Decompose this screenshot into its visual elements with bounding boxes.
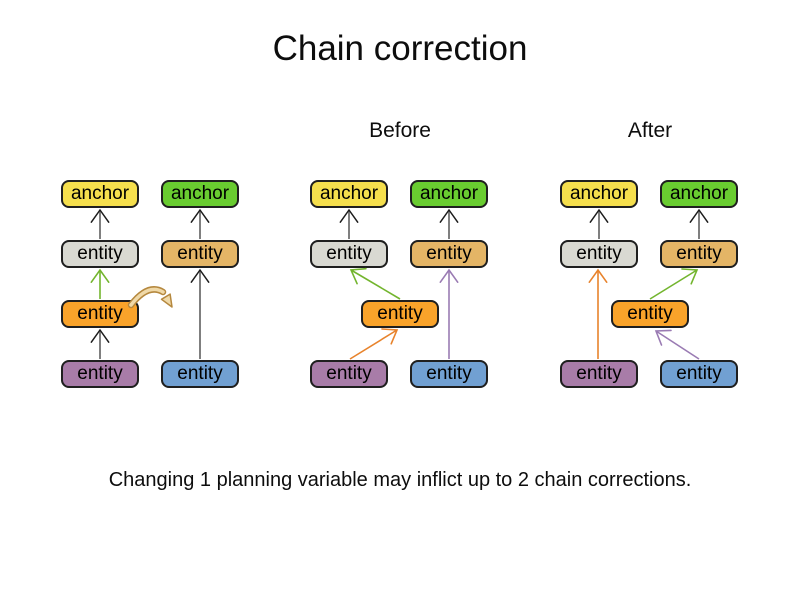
panel-label-before: Before <box>369 119 431 142</box>
node-after-b-anchor: anchor <box>660 180 738 208</box>
node-after-moved-entity: entity <box>611 300 689 328</box>
edge-after-tan-to-anchor <box>689 208 709 239</box>
node-after-a-anchor: anchor <box>560 180 638 208</box>
edge-after-moved-to-tan <box>649 268 699 300</box>
edge-before-blue-to-tan <box>439 268 459 359</box>
node-after-b-entity1: entity <box>660 240 738 268</box>
node-before-b-entity1: entity <box>410 240 488 268</box>
node-before-moved-entity: entity <box>361 300 439 328</box>
edge-before-moved-to-gray <box>349 267 401 300</box>
edge-after-purple-to-gray <box>588 268 608 359</box>
node-before-a-entity3: entity <box>310 360 388 388</box>
node-after-b-entity2: entity <box>660 360 738 388</box>
node-before-b-anchor: anchor <box>410 180 488 208</box>
diagram-title: Chain correction <box>272 29 528 68</box>
edge-initial-tan-to-anchor <box>190 208 210 239</box>
panel-label-after: After <box>627 119 673 142</box>
node-after-a-entity3: entity <box>560 360 638 388</box>
node-after-a-entity1: entity <box>560 240 638 268</box>
edge-after-gray-to-anchor <box>589 208 609 239</box>
node-initial-b-entity2: entity <box>161 360 239 388</box>
edge-initial-gray-to-anchor <box>90 208 110 239</box>
edge-initial-orange-to-gray <box>90 268 110 299</box>
edge-before-gray-to-anchor <box>339 208 359 239</box>
edge-initial-blue-to-tan <box>190 268 210 359</box>
diagram-caption: Changing 1 planning variable may inflict… <box>108 469 692 491</box>
node-initial-a-entity2: entity <box>61 300 139 328</box>
node-initial-b-entity1: entity <box>161 240 239 268</box>
node-initial-a-entity1: entity <box>61 240 139 268</box>
edge-after-blue-to-moved <box>654 329 700 360</box>
node-initial-a-anchor: anchor <box>61 180 139 208</box>
edge-initial-purple-to-orange <box>90 328 110 359</box>
node-before-a-anchor: anchor <box>310 180 388 208</box>
node-before-a-entity1: entity <box>310 240 388 268</box>
edge-before-tan-to-anchor <box>439 208 459 239</box>
edge-before-purple-to-moved <box>349 328 399 360</box>
node-initial-b-anchor: anchor <box>161 180 239 208</box>
node-before-b-entity2: entity <box>410 360 488 388</box>
node-initial-a-entity3: entity <box>61 360 139 388</box>
